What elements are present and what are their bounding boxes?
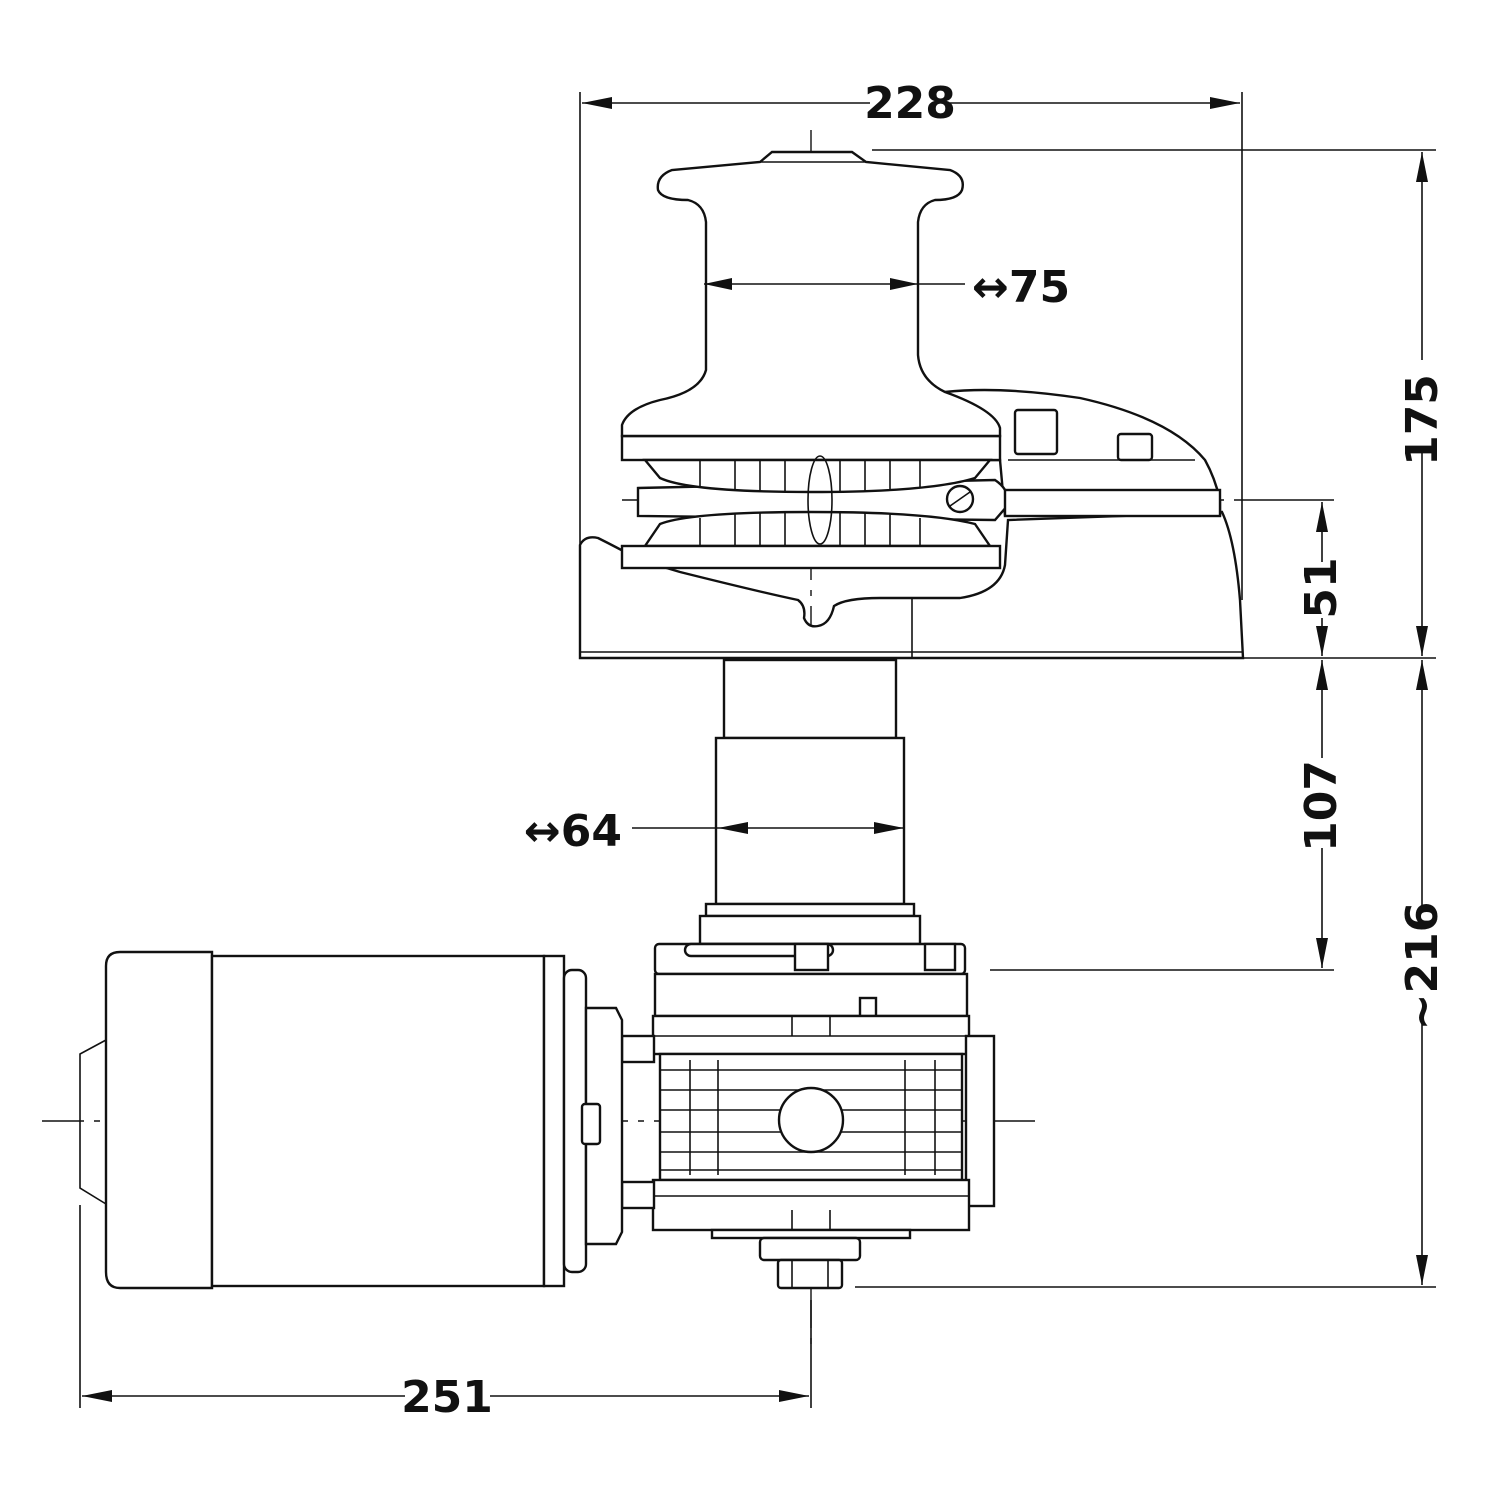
motor-bolt xyxy=(580,1102,602,1146)
dim-height-above-deck xyxy=(872,149,1436,659)
dim-gypsy-diameter xyxy=(704,278,965,290)
label-height-above-deck: 175 xyxy=(1397,374,1448,466)
label-overall-width: 228 xyxy=(864,78,956,129)
label-gypsy-diameter: ↔75 xyxy=(972,262,1070,313)
gypsy-lower-teeth xyxy=(642,510,993,548)
label-shaft-diameter: ↔64 xyxy=(524,806,622,857)
gypsy-upper-teeth xyxy=(642,458,993,494)
dim-shaft-length xyxy=(990,660,1334,971)
gypsy-lower-flange xyxy=(620,544,1002,570)
output-shaft-boss xyxy=(777,1086,845,1154)
warping-drum xyxy=(620,150,1002,438)
deck-shaft xyxy=(698,658,922,946)
shaft-tube xyxy=(714,736,906,906)
label-height-below-deck: ~216 xyxy=(1397,902,1448,1031)
cover-screw xyxy=(1116,432,1154,462)
gearbox-lower-flange xyxy=(651,1178,971,1232)
gearbox xyxy=(620,942,996,1290)
cover-knob xyxy=(1013,408,1059,456)
label-chain-line: 51 xyxy=(1296,557,1347,618)
motor-body xyxy=(210,954,546,1288)
label-shaft-length: 107 xyxy=(1296,760,1347,852)
motor-end-cap xyxy=(104,950,214,1290)
dim-height-below-deck xyxy=(855,660,1436,1288)
gypsy-upper-flange xyxy=(620,434,1002,462)
dim-chain-line xyxy=(1250,499,1334,656)
above-deck-unit xyxy=(578,150,1245,660)
dim-overall-width xyxy=(579,92,1243,600)
electric-motor xyxy=(79,950,624,1290)
bottom-nut xyxy=(776,1258,844,1290)
label-motor-length: 251 xyxy=(401,1372,493,1423)
gearbox-upper-flange xyxy=(651,1014,971,1056)
dim-shaft-diameter xyxy=(632,822,904,834)
chain-pipe xyxy=(1003,488,1222,518)
chain-link xyxy=(807,455,833,545)
dim-motor-length xyxy=(79,1205,812,1408)
